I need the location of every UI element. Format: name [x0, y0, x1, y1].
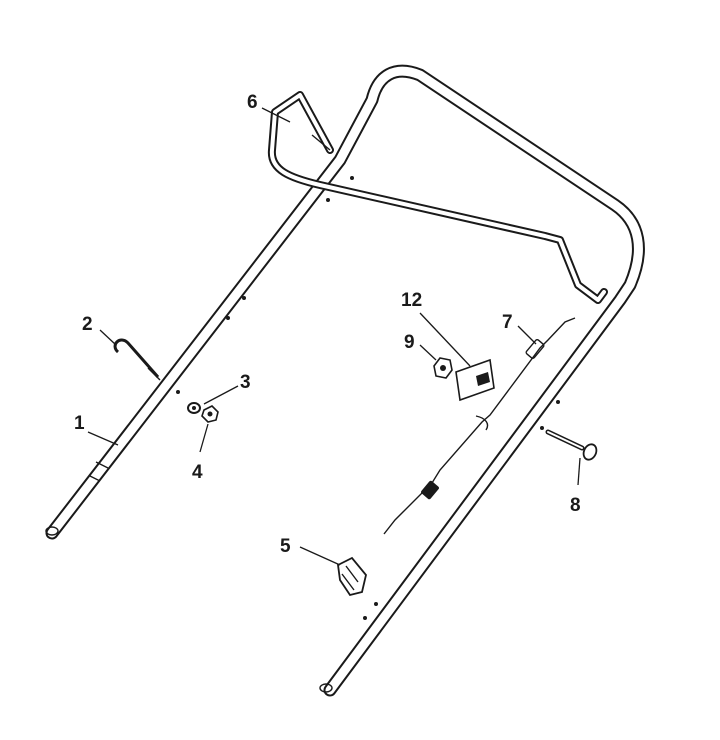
part-5-clip	[337, 556, 367, 597]
callout-12: 12	[401, 290, 422, 311]
part-3-washer	[187, 402, 201, 414]
part-12-cable-clip	[455, 358, 495, 402]
callout-3: 3	[240, 372, 251, 393]
callout-2: 2	[82, 314, 93, 335]
callout-1: 1	[74, 413, 85, 434]
leader-lines	[87, 107, 581, 566]
handle-tube	[45, 64, 645, 697]
callout-7: 7	[502, 312, 513, 333]
callout-9: 9	[404, 332, 415, 353]
part-4-nut	[201, 405, 219, 423]
callout-4: 4	[192, 462, 203, 483]
callout-5: 5	[280, 536, 291, 557]
part-6-bail	[267, 91, 608, 304]
part-9-nut	[433, 357, 453, 379]
callout-8: 8	[570, 495, 581, 516]
callout-6: 6	[247, 92, 258, 113]
part-7-cable	[383, 317, 576, 535]
part-8-bolt	[545, 429, 598, 461]
part-2-eye-bolt	[113, 338, 161, 381]
